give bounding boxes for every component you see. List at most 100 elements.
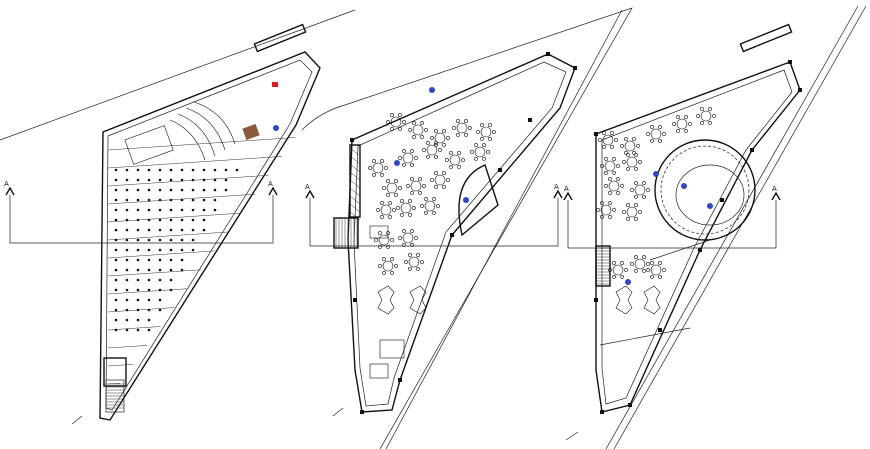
chair xyxy=(410,163,414,167)
service-shaft-hatch xyxy=(349,147,361,221)
chair xyxy=(434,141,438,145)
chair xyxy=(446,178,450,182)
seat xyxy=(158,248,162,252)
chair xyxy=(650,139,654,143)
accent-marker-blue xyxy=(707,203,713,209)
round-table xyxy=(434,132,446,144)
round-table xyxy=(424,200,436,212)
stair-2 xyxy=(333,217,359,249)
seat xyxy=(213,188,217,192)
chair xyxy=(630,188,634,192)
seat xyxy=(147,168,151,172)
seat xyxy=(125,228,129,232)
chair xyxy=(376,208,380,212)
chair xyxy=(368,166,372,170)
atrium-void xyxy=(654,139,756,241)
lounge-sofa xyxy=(615,285,633,315)
room-block xyxy=(379,339,405,359)
chair xyxy=(626,217,630,221)
section-arrow-left xyxy=(305,189,315,199)
chair xyxy=(492,130,496,134)
chair xyxy=(456,133,460,137)
chair xyxy=(708,107,712,111)
section-label-left: A xyxy=(305,183,310,191)
round-table xyxy=(602,134,614,146)
seat xyxy=(136,188,140,192)
chair xyxy=(658,139,662,143)
chair xyxy=(662,268,666,272)
grid-line xyxy=(107,345,148,349)
chair xyxy=(626,167,630,171)
seat xyxy=(224,188,228,192)
chair xyxy=(438,148,442,152)
round-table xyxy=(612,264,624,276)
seat xyxy=(191,238,195,242)
chair xyxy=(636,144,640,148)
round-table xyxy=(382,260,394,272)
chair xyxy=(436,204,440,208)
chair xyxy=(384,166,388,170)
chair xyxy=(642,255,646,259)
seat xyxy=(169,198,173,202)
column xyxy=(350,138,354,142)
chair xyxy=(422,148,426,152)
section-line-2 xyxy=(309,198,559,247)
seat xyxy=(202,168,206,172)
chair xyxy=(604,184,608,188)
section-label-right: A xyxy=(772,185,777,193)
chair xyxy=(461,158,465,162)
seat xyxy=(180,238,184,242)
chair xyxy=(378,264,382,268)
chair xyxy=(408,199,412,203)
chair xyxy=(604,157,608,161)
seat xyxy=(147,248,151,252)
chair xyxy=(700,121,704,125)
structural-grid-1 xyxy=(107,137,296,385)
round-table xyxy=(650,128,662,140)
chair xyxy=(390,127,394,131)
grid-line xyxy=(107,250,215,259)
seat xyxy=(147,278,151,282)
seat xyxy=(147,228,151,232)
chair xyxy=(456,119,460,123)
chair xyxy=(612,157,616,161)
round-table xyxy=(402,232,414,244)
chair xyxy=(402,120,406,124)
chair xyxy=(610,131,614,135)
shaft-brace xyxy=(349,179,361,189)
seat xyxy=(180,198,184,202)
round-table xyxy=(408,256,420,268)
seat xyxy=(114,218,118,222)
chair xyxy=(620,184,624,188)
seat xyxy=(136,318,140,322)
chair xyxy=(402,229,406,233)
chair xyxy=(402,149,406,153)
round-table xyxy=(600,204,612,216)
chair xyxy=(434,129,438,133)
chair xyxy=(600,201,604,205)
reception-desk xyxy=(369,225,389,239)
chair xyxy=(612,171,616,175)
accent-marker-blue xyxy=(653,171,659,177)
round-table xyxy=(449,154,461,166)
stair-treads-1 xyxy=(106,383,124,409)
seat xyxy=(136,208,140,212)
seat xyxy=(191,198,195,202)
chair xyxy=(430,178,434,182)
round-table xyxy=(378,234,390,246)
curved-bay-2 xyxy=(458,164,499,237)
chair xyxy=(457,151,461,155)
chair xyxy=(624,151,628,155)
column xyxy=(594,298,598,302)
chair xyxy=(402,163,406,167)
column xyxy=(720,198,724,202)
seat xyxy=(136,238,140,242)
seat xyxy=(136,168,140,172)
seat xyxy=(158,228,162,232)
round-table xyxy=(402,152,414,164)
column xyxy=(450,233,454,237)
seat xyxy=(125,198,129,202)
chair xyxy=(696,114,700,118)
seat xyxy=(147,288,151,292)
chair xyxy=(388,215,392,219)
